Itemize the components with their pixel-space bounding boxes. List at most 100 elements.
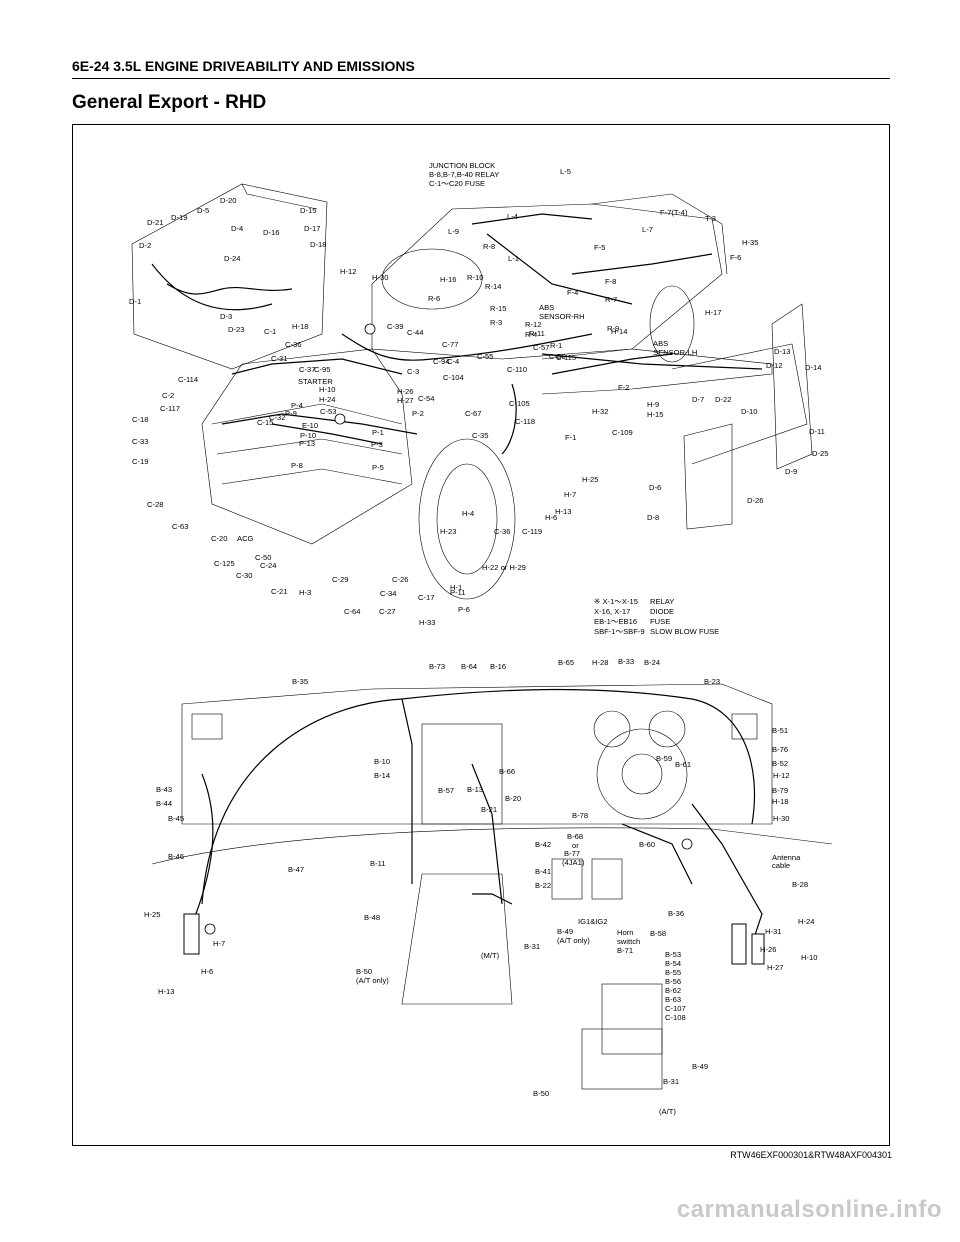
dashboard-callout-label: B-31 <box>663 1077 679 1086</box>
dashboard-callout-label: B-55 <box>665 968 681 977</box>
vehicle-callout-label: C-24 <box>260 561 276 570</box>
vehicle-callout-label: D-1 <box>129 297 141 306</box>
vehicle-callout-label: C-18 <box>132 415 148 424</box>
vehicle-callout-label: C-56 <box>549 352 565 361</box>
legend-desc: RELAY <box>650 597 674 606</box>
vehicle-callout-label: C-94 <box>433 357 449 366</box>
vehicle-callout-label: C-32 <box>269 413 285 422</box>
vehicle-callout-label: F-2 <box>618 383 629 392</box>
legend-mark: X-16, X-17 <box>594 607 630 616</box>
vehicle-callout-label: L-5 <box>560 167 571 176</box>
dashboard-callout-label: B-48 <box>364 913 380 922</box>
vehicle-callout-label: P-2 <box>412 409 424 418</box>
vehicle-callout-label: D-3 <box>220 312 232 321</box>
dashboard-callout-label: B-22 <box>535 881 551 890</box>
vehicle-callout-label: C-55 <box>477 352 493 361</box>
vehicle-callout-label: D-13 <box>774 347 790 356</box>
dashboard-callout-label: B-43 <box>156 785 172 794</box>
vehicle-callout-label: R-14 <box>485 282 501 291</box>
vehicle-callout-label: C-114 <box>178 375 198 384</box>
dashboard-callout-label: cable <box>772 861 790 870</box>
vehicle-callout-label: R-7 <box>605 295 617 304</box>
dashboard-callout-label: H-18 <box>772 797 788 806</box>
vehicle-callout-label: L-7 <box>642 225 653 234</box>
dashboard-callout-label: B-41 <box>535 867 551 876</box>
vehicle-callout-label: C-35 <box>472 431 488 440</box>
dashboard-callout-label: B-56 <box>665 977 681 986</box>
vehicle-callout-label: H-25 <box>582 475 598 484</box>
vehicle-callout-label: R-10 <box>467 273 483 282</box>
legend-mark: ※ X-1～X-15 <box>594 597 638 606</box>
page-title: General Export - RHD <box>72 92 267 113</box>
vehicle-callout-label: R-15 <box>490 304 506 313</box>
dashboard-callout-label: B-45 <box>168 814 184 823</box>
dashboard-outline <box>151 683 833 1090</box>
legend-desc: FUSE <box>650 617 670 626</box>
dashboard-wires <box>191 688 763 954</box>
vehicle-callout-label: H-3 <box>299 588 311 597</box>
vehicle-callout-label: ACG <box>237 534 254 543</box>
harness-wires <box>151 213 763 455</box>
dashboard-callout-label: B-78 <box>572 811 588 820</box>
dashboard-callout-label: B-60 <box>639 840 655 849</box>
dashboard-callout-label: B-59 <box>656 754 672 763</box>
vehicle-callout-label: SENSOR-RH <box>539 312 585 321</box>
dashboard-callout-label: B-64 <box>461 662 477 671</box>
dashboard-callout-label: Antenna <box>772 853 801 862</box>
dashboard-callout-label: B-10 <box>374 757 390 766</box>
vehicle-callout-label: C-117 <box>160 404 180 413</box>
vehicle-callout-label: H-35 <box>742 238 758 247</box>
vehicle-callout-label: C-29 <box>332 575 348 584</box>
legend-mark: EB-1～EB16 <box>594 617 637 626</box>
dashboard-callout-label: B-73 <box>429 662 445 671</box>
vehicle-callout-label: D-23 <box>228 325 244 334</box>
dashboard-callout-label: B-66 <box>499 767 515 776</box>
vehicle-callout-label: R-11 <box>529 329 545 338</box>
dashboard-callout-label: B-36 <box>668 909 684 918</box>
dashboard-callout-label: H-25 <box>144 910 160 919</box>
dashboard-callout-label: H-7 <box>213 939 225 948</box>
dashboard-callout-label: (A/T only) <box>356 976 389 985</box>
dashboard-callout-label: H-10 <box>801 953 817 962</box>
vehicle-callout-label: D-10 <box>741 407 757 416</box>
dashboard-callout-label: C-108 <box>665 1013 686 1022</box>
vehicle-callout-label: C-28 <box>147 500 163 509</box>
vehicle-callout-label: H-23 <box>440 527 456 536</box>
vehicle-callout-label: C-2 <box>162 391 174 400</box>
vehicle-callout-label: H-7 <box>564 490 576 499</box>
legend-desc: SLOW BLOW FUSE <box>650 627 719 636</box>
vehicle-callout-label: D-14 <box>805 363 821 372</box>
vehicle-callout-label: C-4 <box>447 357 459 366</box>
vehicle-callout-label: D-22 <box>715 395 731 404</box>
vehicle-callout-label: C-37 <box>299 365 315 374</box>
vehicle-callout-label: C-20 <box>211 534 227 543</box>
vehicle-callout-label: C-77 <box>442 340 458 349</box>
vehicle-callout-label: F-5 <box>594 243 605 252</box>
dashboard-callout-label: B-35 <box>292 677 308 686</box>
dashboard-callout-label: B-50 <box>533 1089 549 1098</box>
vehicle-callout-label: SENSOR-LH <box>653 348 697 357</box>
vehicle-callout-label: H-6 <box>545 513 557 522</box>
dashboard-callout-label: H-30 <box>773 814 789 823</box>
vehicle-callout-label: H-10 <box>319 385 335 394</box>
vehicle-callout-label: H-16 <box>440 275 456 284</box>
vehicle-callout-label: H-15 <box>647 410 663 419</box>
vehicle-callout-label: C-33 <box>132 437 148 446</box>
vehicle-callout-label: E-10 <box>302 421 318 430</box>
dashboard-callout-label: or <box>572 841 579 850</box>
vehicle-callout-label: C-27 <box>379 607 395 616</box>
vehicle-callout-label: H-12 <box>340 267 356 276</box>
vehicle-callout-label: F-8 <box>605 277 616 286</box>
vehicle-callout-label: H-27 <box>397 396 413 405</box>
dashboard-callout-label: B-65 <box>558 658 574 667</box>
vehicle-callout-label: C-64 <box>344 607 360 616</box>
vehicle-callout-label: C-1～C20 FUSE <box>429 179 485 188</box>
dashboard-callout-label: B-52 <box>772 759 788 768</box>
vehicle-callout-label: C-21 <box>271 587 287 596</box>
dashboard-callout-label: (4JA1) <box>562 858 585 867</box>
vehicle-callout-label: C-63 <box>172 522 188 531</box>
vehicle-callout-label: C-30 <box>236 571 252 580</box>
dashboard-callout-label: IG1&IG2 <box>578 917 608 926</box>
vehicle-callout-label: D-7 <box>692 395 704 404</box>
